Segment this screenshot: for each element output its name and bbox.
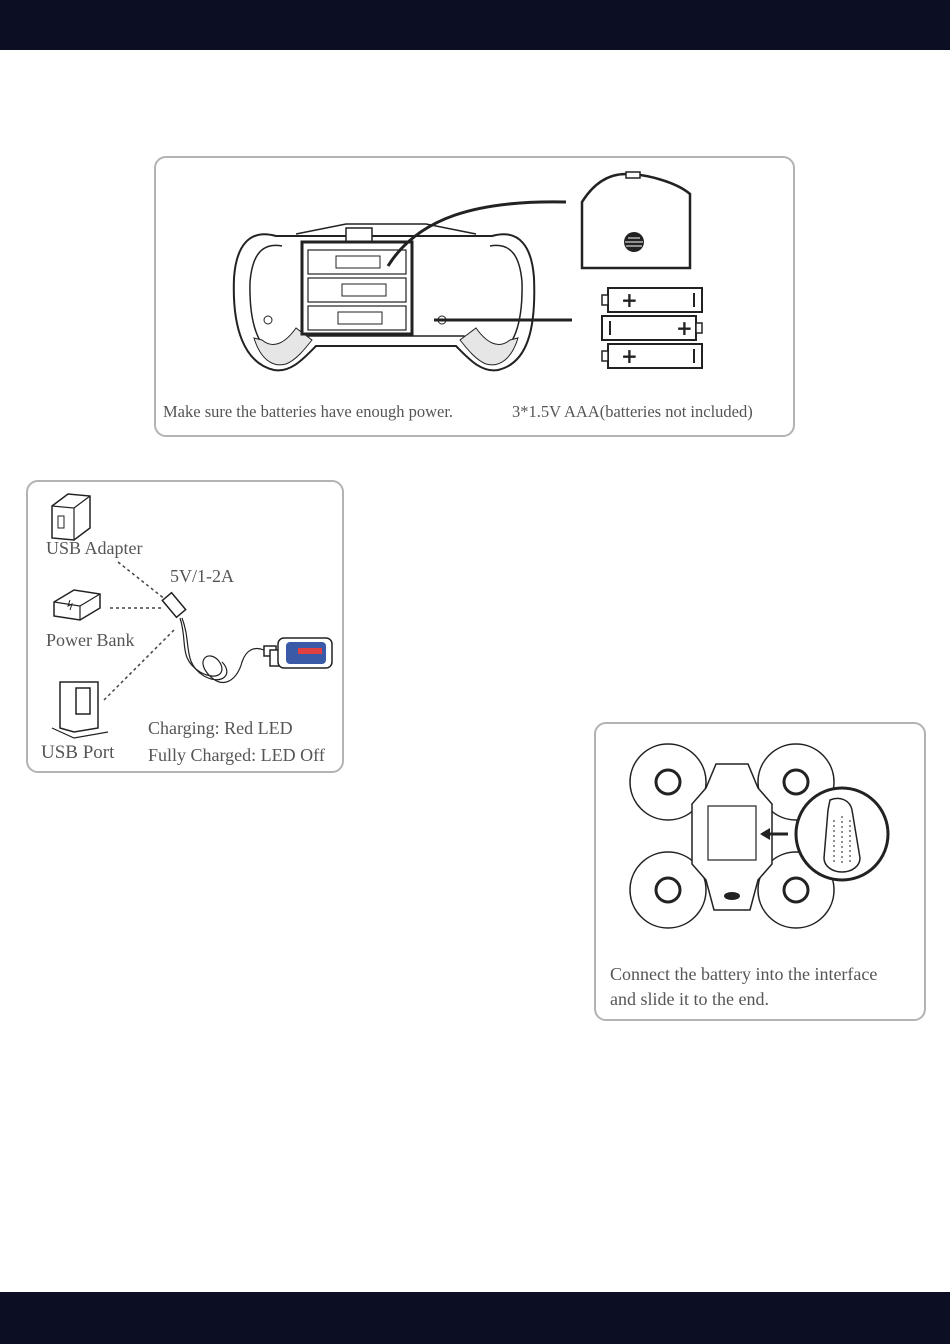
- drone-caption-line1: Connect the battery into the interface: [610, 964, 877, 985]
- header-band: [0, 0, 950, 50]
- voltage-label: 5V/1-2A: [170, 566, 234, 587]
- controller-illustration: + + +: [156, 158, 797, 439]
- drone-caption-line2: and slide it to the end.: [610, 989, 769, 1010]
- charging-panel: USB Adapter 5V/1-2A Power Bank USB Port …: [26, 480, 344, 773]
- power-bank-label: Power Bank: [46, 630, 135, 651]
- footer-band: [0, 1292, 950, 1344]
- charging-status-label: Charging: Red LED: [148, 718, 293, 739]
- battery-power-caption: Make sure the batteries have enough powe…: [163, 402, 453, 422]
- fully-charged-status-label: Fully Charged: LED Off: [148, 745, 325, 766]
- battery-type-caption: 3*1.5V AAA(batteries not included): [512, 402, 753, 422]
- battery-plus-sign-1: +: [621, 288, 638, 312]
- battery-plus-sign-3: +: [621, 344, 638, 368]
- controller-battery-panel: + + + Make sure the batteries have enoug…: [154, 156, 795, 437]
- battery-plus-sign-2: +: [676, 316, 693, 340]
- usb-port-label: USB Port: [41, 742, 114, 764]
- usb-adapter-label: USB Adapter: [46, 538, 143, 559]
- drone-battery-panel: Connect the battery into the interface a…: [594, 722, 926, 1021]
